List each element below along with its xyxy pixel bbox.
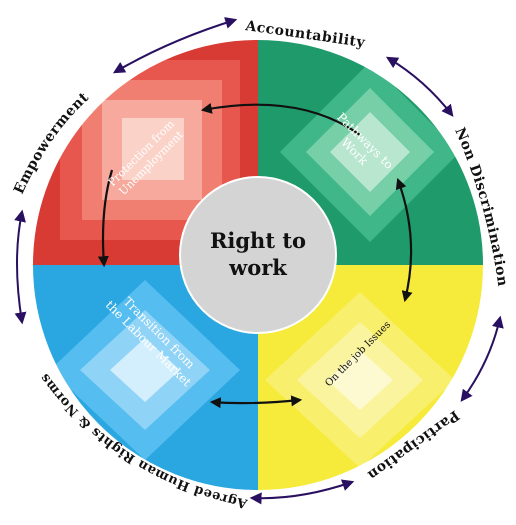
center-title-line2: work bbox=[228, 255, 287, 280]
center-circle bbox=[179, 176, 337, 334]
arrow-cycle-left bbox=[97, 169, 114, 268]
arrow-accountability-nondiscrimination bbox=[385, 56, 454, 117]
center-title-line1: Right to bbox=[210, 228, 306, 253]
arrow-accountability-empowerment bbox=[112, 17, 238, 74]
outer-arrows bbox=[14, 17, 504, 505]
arrow-agreednorms-empowerment bbox=[14, 209, 27, 325]
inner-cycle-arrows bbox=[97, 102, 413, 409]
quadrant-top-left bbox=[32, 39, 258, 265]
pattern-diamond bbox=[327, 350, 393, 410]
pattern-diamond bbox=[110, 338, 180, 402]
pattern-diamond bbox=[330, 112, 410, 192]
arrow-cycle-right bbox=[395, 177, 413, 303]
arrow-cycle-top bbox=[200, 102, 361, 136]
arrow-participation-agreednorms bbox=[249, 479, 355, 505]
arrow-cycle-bottom bbox=[209, 395, 303, 409]
pattern-square bbox=[122, 118, 184, 180]
arrow-nondiscrimination-participation bbox=[460, 315, 504, 402]
quadrant-layer bbox=[32, 39, 484, 491]
